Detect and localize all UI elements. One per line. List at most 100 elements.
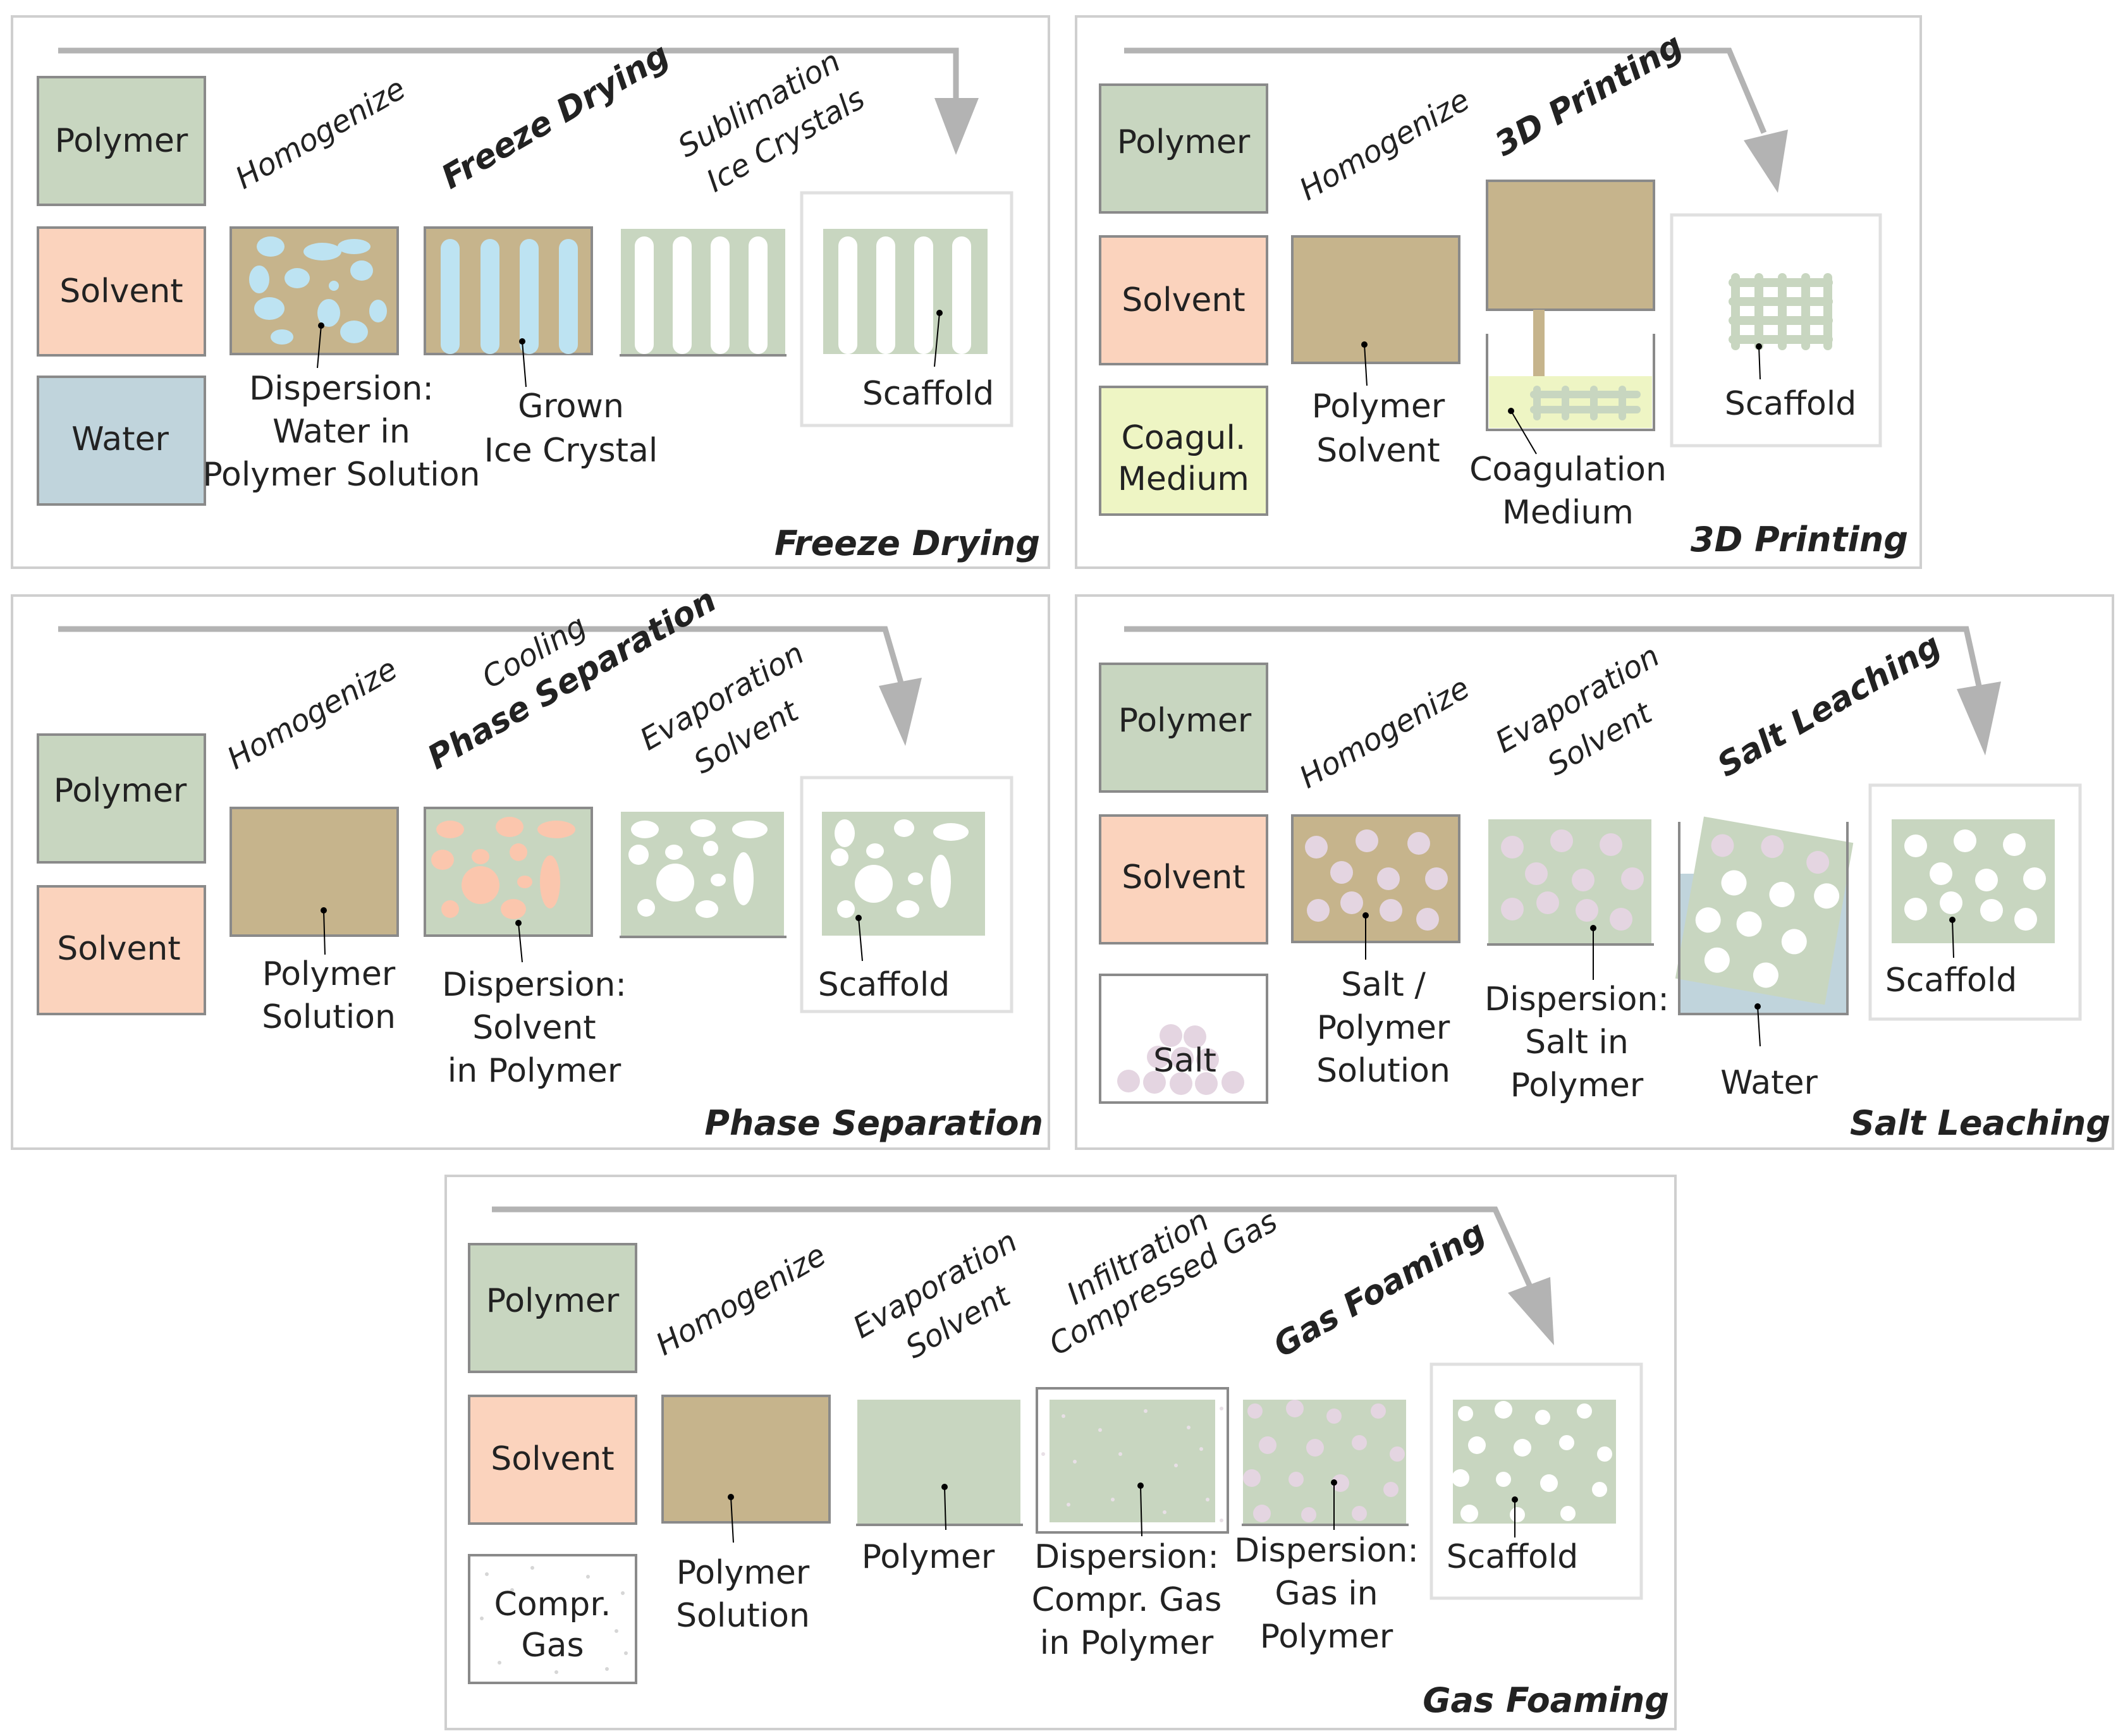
panel-title: Salt Leaching [1850,1103,2110,1143]
caption-ice-line1: Grown [518,388,624,425]
stage-printer: Coagulation Medium [1469,180,1667,532]
caption-solution-line1: Salt / [1341,966,1426,1004]
stage-scaffold: Scaffold [1429,1362,1643,1600]
process-arrow [58,626,904,684]
step-homogenize: Homogenize [1294,82,1476,208]
caption-dispersion-line3: Polymer Solution [203,456,481,494]
panel-frame [11,594,1050,1150]
step-3d-printing: 3D Printing [1489,27,1689,164]
input-polymer-label: Polymer [486,1282,620,1320]
caption-foam-dispersion-line2: Gas in [1275,1575,1378,1613]
step-homogenize: Homogenize [650,1237,832,1363]
stage-salt-dispersion: Dispersion: Salt in Polymer [1484,819,1669,1104]
caption-scaffold: Scaffold [1885,962,2017,999]
panel-frame [1075,594,2114,1150]
process-arrow [1124,626,1982,687]
caption-foam-dispersion-line3: Polymer [1260,1618,1393,1656]
stage-scaffold: Scaffold [1868,783,2082,1021]
input-polymer-label: Polymer [1118,702,1252,740]
input-polymer: Polymer [37,733,206,864]
caption-gas-dispersion-line3: in Polymer [1040,1624,1214,1662]
caption-dispersion-line2: Solvent [472,1009,596,1047]
step-freeze-drying: Freeze Drying [436,36,676,197]
input-solvent: Solvent [1099,235,1268,365]
stage-sublimated [620,229,787,357]
step-homogenize: Homogenize [221,651,403,777]
caption-gas-dispersion-line2: Compr. Gas [1032,1581,1222,1619]
caption-dispersion-line1: Dispersion: [1484,981,1669,1018]
stage-scaffold: Scaffold [800,776,1013,1013]
panel-gas-foaming: Polymer Solvent Compr. Gas Homogenize Ev… [444,1175,1677,1730]
process-arrowhead [879,678,922,746]
input-polymer-label: Polymer [1117,123,1251,161]
input-water-label: Water [71,420,169,458]
stage-scaffold: Scaffold [1670,213,1882,448]
caption-scaffold: Scaffold [1725,385,1857,423]
input-solvent: Solvent [468,1395,637,1525]
caption-solution-line2: Solution [262,998,396,1036]
step-homogenize: Homogenize [1294,670,1476,796]
step-gas-foaming: Gas Foaming [1268,1214,1492,1366]
stage-polymer-solution: Polymer Solution [230,807,399,1036]
input-solvent-label: Solvent [1122,859,1245,896]
input-solvent-label: Solvent [491,1440,614,1478]
caption-solution-line1: Polymer [262,955,396,993]
process-arrow [1124,47,1767,134]
caption-dispersion-line3: Polymer [1510,1067,1644,1104]
input-solvent-label: Solvent [57,930,180,968]
stage-evaporated [620,812,787,938]
stage-leaching-bath: Water [1675,816,1854,1102]
panel-frame [11,15,1050,569]
caption-scaffold: Scaffold [862,375,995,413]
input-solvent-label: Solvent [59,272,183,310]
input-solvent-label: Solvent [1122,281,1245,319]
stage-water-dispersion: Dispersion: Water in Polymer Solution [203,226,481,494]
process-arrowhead [934,98,979,155]
process-arrowhead [1508,1277,1554,1345]
stage-dry-polymer: Polymer [856,1400,1023,1576]
process-arrowhead [1957,682,2001,755]
caption-solution-line1: Polymer [676,1554,810,1592]
input-salt-label: Salt [1153,1042,1216,1080]
caption-solution-line2: Solvent [1316,432,1440,470]
stage-polymer-solvent: Polymer Solvent [1291,235,1460,470]
panel-3d-printing: Polymer Solvent Coagul. Medium Homogeniz… [1075,15,1922,569]
caption-coag-line1: Coagulation [1469,451,1667,489]
process-arrow [492,1206,1533,1288]
input-polymer: Polymer [1099,663,1268,793]
panel-title: Freeze Drying [774,523,1040,563]
caption-polymer: Polymer [862,1538,995,1576]
input-coag-line1: Coagul. [1122,419,1246,457]
caption-ice-line2: Ice Crystal [484,432,658,470]
input-solvent: Solvent [1099,814,1268,944]
panel-frame [1075,15,1922,569]
panel-phase-separation: Polymer Solvent Homogenize Cooling Phase… [11,581,1050,1150]
process-arrowhead [1744,130,1788,193]
stage-solvent-dispersion: Dispersion: Solvent in Polymer [424,807,627,1090]
input-polymer-label: Polymer [55,122,188,160]
caption-water: Water [1720,1064,1818,1102]
caption-scaffold: Scaffold [818,966,950,1004]
panel-title: 3D Printing [1691,520,1908,559]
input-compressed-gas: Compr. Gas [468,1554,637,1684]
input-gas-line1: Compr. [494,1586,611,1623]
caption-dispersion-line2: Salt in [1525,1024,1629,1061]
input-coagulation-medium: Coagul. Medium [1099,386,1268,516]
stage-polymer-solution: Polymer Solution [661,1395,831,1635]
caption-solution-line1: Polymer [1312,388,1445,425]
caption-gas-dispersion-line1: Dispersion: [1034,1538,1219,1576]
step-salt-leaching: Salt Leaching [1711,627,1948,785]
caption-solution-line2: Solution [676,1597,810,1635]
stage-gas-foam: Dispersion: Gas in Polymer [1234,1400,1419,1656]
input-gas-line2: Gas [521,1627,584,1665]
caption-scaffold: Scaffold [1447,1538,1579,1576]
stage-scaffold: Scaffold [800,191,1013,427]
caption-dispersion-line1: Dispersion: [442,966,627,1004]
caption-solution-line2: Polymer [1317,1009,1450,1047]
input-polymer-label: Polymer [54,772,187,810]
caption-dispersion-line1: Dispersion: [249,370,434,408]
process-arrow [58,47,959,114]
input-coag-line2: Medium [1118,460,1249,498]
input-water: Water [37,376,206,506]
